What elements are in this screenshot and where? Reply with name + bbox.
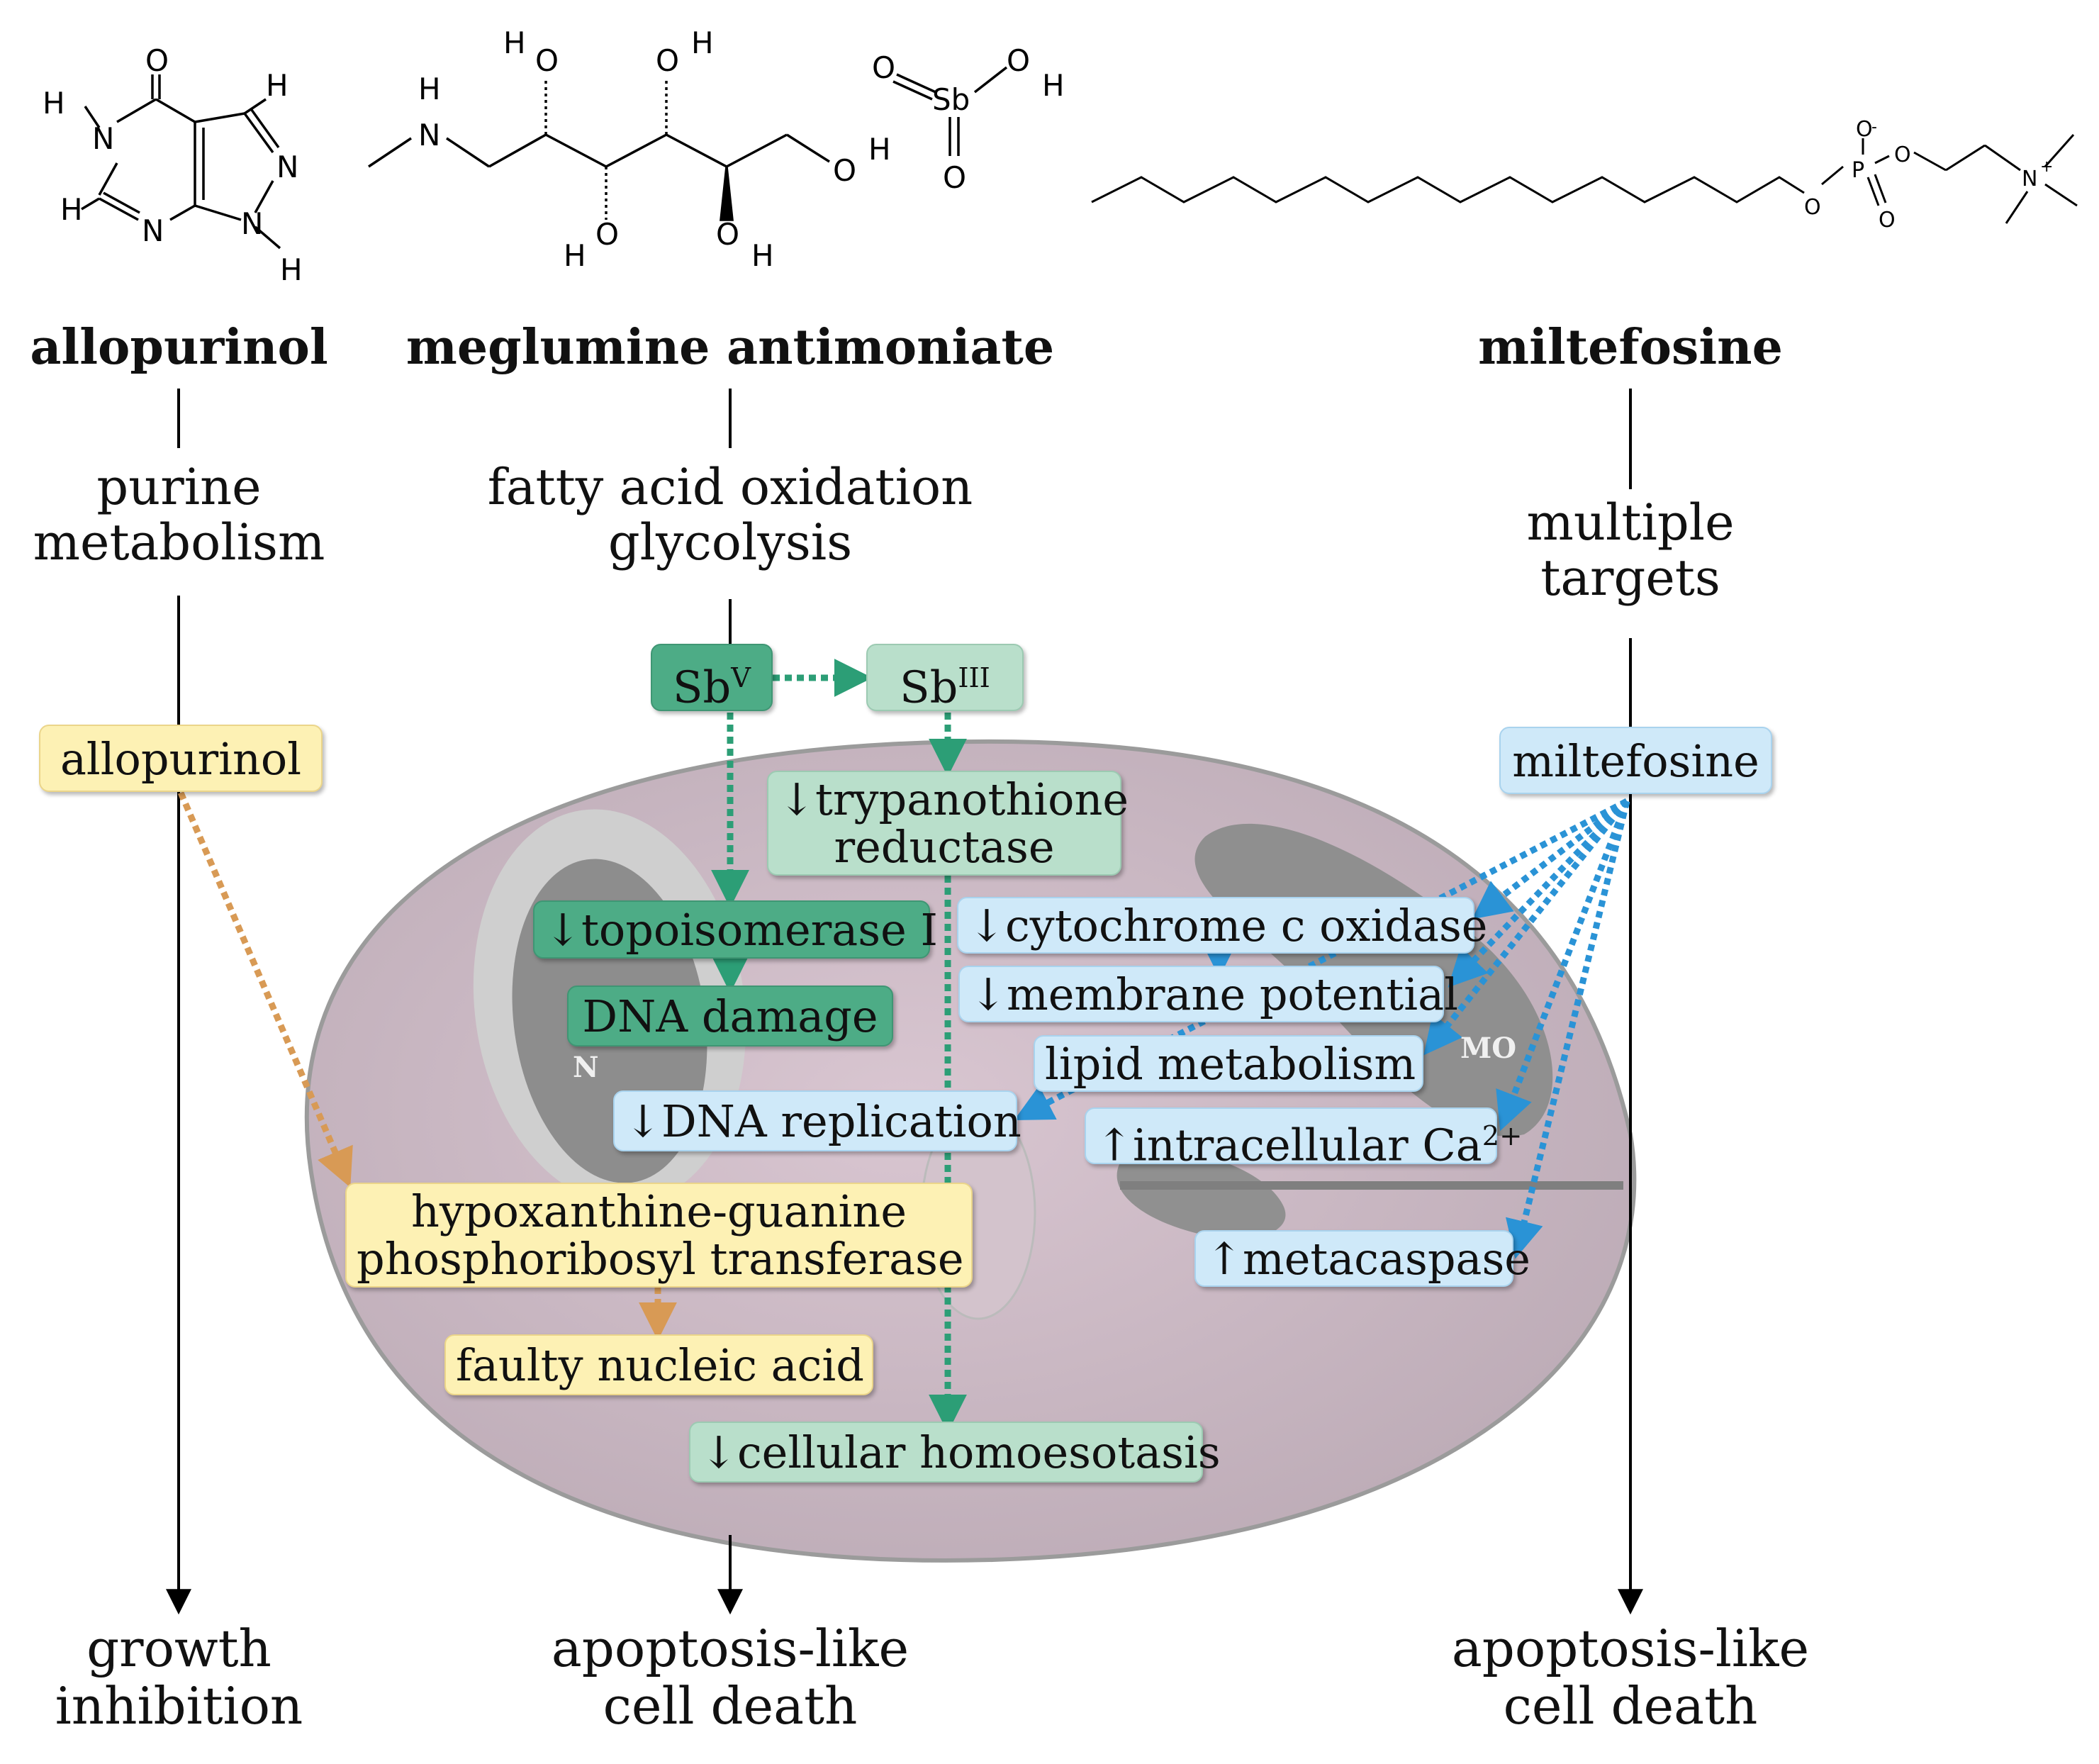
atom-charge: +: [2040, 158, 2053, 176]
allopurinol-structure: [81, 74, 281, 250]
pathway-line: multiple: [1526, 493, 1735, 552]
atom-label: O: [872, 50, 895, 85]
outcome-line: inhibition: [55, 1675, 303, 1736]
outcome-line: apoptosis-like: [551, 1619, 909, 1678]
box-metacaspase: ↑metacaspase: [1194, 1230, 1530, 1287]
box-cytochrome-c-oxidase: ↓cytochrome c oxidase: [957, 897, 1487, 954]
box-line: ↓trypanothione: [778, 774, 1129, 825]
atom-label: O: [535, 43, 559, 78]
atom-label: H: [691, 26, 714, 60]
outcome-line: growth: [86, 1619, 272, 1678]
outcome-apoptosis-miltefosine: apoptosis-like cell death: [1446, 1620, 1815, 1734]
outcome-line: cell death: [1503, 1675, 1758, 1736]
atom-label: O: [833, 153, 856, 188]
atom-label: H: [418, 72, 441, 106]
box-topoisomerase: ↓topoisomerase I: [533, 900, 938, 959]
atom-label: O: [1007, 43, 1030, 78]
box-hgprt: hypoxanthine-guanine phosphoribosyl tran…: [345, 1183, 973, 1288]
box-miltefosine: miltefosine: [1499, 727, 1772, 794]
sb-v-base: Sb: [673, 661, 732, 713]
meglumine-structure: [368, 78, 830, 221]
pathway-line: glycolysis: [608, 513, 853, 572]
atom-label: H: [266, 68, 289, 103]
atom-label: O: [1804, 195, 1821, 220]
atom-label: Sb: [932, 82, 970, 117]
mitochondrion-lower: [1116, 1151, 1286, 1239]
box-allopurinol: allopurinol: [39, 725, 323, 792]
miltefosine-dotted-arrows: [1014, 798, 1630, 1259]
atom-label: H: [751, 238, 774, 273]
drug-name-allopurinol: allopurinol: [30, 319, 328, 376]
allopurinol-dotted-arrows: [177, 791, 677, 1341]
atom-label: H: [43, 86, 65, 121]
outcome-growth-inhibition: growth inhibition: [14, 1620, 344, 1734]
sb-iii-base: Sb: [900, 661, 958, 713]
calcium-charge: 2+: [1482, 1120, 1523, 1152]
atom-label: O: [943, 160, 966, 195]
antimony-dotted-arrows: [711, 659, 967, 1433]
mitochondrion-label: MO: [1460, 1032, 1517, 1065]
nucleus-label: N: [573, 1051, 599, 1084]
pathway-line: purine: [96, 458, 262, 516]
atom-label: O: [1879, 208, 1896, 233]
atom-label: N: [418, 118, 440, 152]
box-intracellular-calcium: ↑intracellular Ca2+: [1085, 1107, 1522, 1170]
box-line: reductase: [834, 820, 1055, 873]
pathway-purine-metabolism: purine metabolism: [14, 459, 344, 571]
box-sb-v: SbV: [651, 644, 773, 713]
box-line: hypoxanthine-guanine: [410, 1185, 907, 1237]
box-trypanothione-reductase: ↓trypanothione reductase: [767, 771, 1129, 876]
atom-label: O: [595, 217, 619, 252]
atom-label: H: [564, 238, 586, 273]
atom-label: N: [241, 206, 263, 241]
pathway-line: metabolism: [33, 513, 325, 572]
atom-charge: -: [1871, 118, 1877, 136]
drug-name-miltefosine: miltefosine: [1478, 319, 1783, 376]
atom-label: N: [142, 213, 164, 248]
pathway-line: fatty acid oxidation: [487, 458, 973, 516]
sb-iii-oxidation: III: [958, 662, 990, 694]
atom-label: H: [503, 26, 526, 60]
miltefosine-atom-labels: O P O - O O N +: [1804, 117, 2053, 233]
box-membrane-potential: ↓membrane potential: [958, 966, 1458, 1022]
atom-label: P: [1852, 158, 1864, 183]
calcium-base: ↑intracellular Ca: [1096, 1119, 1482, 1171]
atom-label: N: [2022, 167, 2037, 191]
pathway-multiple-targets: multiple targets: [1446, 495, 1815, 606]
atom-label: H: [868, 132, 891, 167]
atom-label: O: [145, 43, 169, 78]
box-lipid-metabolism: lipid metabolism: [1034, 1035, 1423, 1092]
pathway-fatty-acid-glycolysis: fatty acid oxidation glycolysis: [386, 459, 1074, 571]
outcome-apoptosis-meglumine: apoptosis-like cell death: [386, 1620, 1074, 1734]
drug-name-meglumine-antimoniate: meglumine antimoniate: [405, 319, 1055, 376]
box-faulty-nucleic-acid: faulty nucleic acid: [444, 1334, 873, 1395]
atom-label: O: [716, 217, 739, 252]
box-dna-damage: DNA damage: [567, 986, 893, 1046]
atom-label: O: [1856, 117, 1873, 142]
atom-label: O: [656, 43, 679, 78]
chemical-atom-labels: O H H N N N N H H H N H O O H O H O H O …: [43, 26, 1065, 287]
atom-label: H: [280, 252, 303, 287]
atom-label: O: [1894, 143, 1911, 167]
pathway-line: targets: [1540, 549, 1720, 608]
atom-label: H: [1042, 68, 1065, 103]
miltefosine-structure: [1091, 134, 2078, 224]
sb-v-oxidation: V: [731, 662, 751, 694]
box-dna-replication: ↓DNA replication: [613, 1090, 1021, 1151]
box-cellular-homeostasis: ↓cellular homoesotasis: [689, 1422, 1221, 1483]
antimonic-acid-structure: [892, 66, 1008, 156]
box-sb-iii: SbIII: [866, 644, 1024, 713]
outcome-line: cell death: [603, 1675, 858, 1736]
atom-label: N: [92, 121, 114, 156]
atom-label: N: [276, 150, 298, 184]
outcome-line: apoptosis-like: [1451, 1619, 1810, 1678]
box-line: phosphoribosyl transferase: [357, 1232, 964, 1285]
atom-label: H: [60, 192, 83, 227]
